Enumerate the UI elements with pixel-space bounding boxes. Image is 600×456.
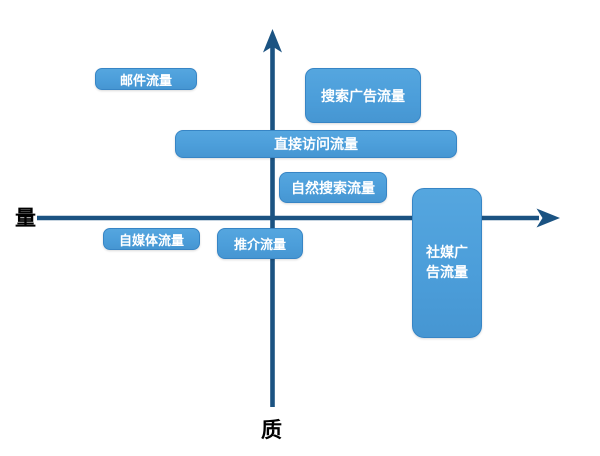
- shape-organic-search-traffic: 自然搜索流量: [279, 172, 387, 203]
- x-axis-arrowhead-icon: [536, 208, 560, 228]
- shape-self-media-traffic: 自媒体流量: [103, 228, 200, 250]
- y-axis-label: 量: [15, 206, 36, 230]
- shape-email-traffic: 邮件流量: [95, 68, 197, 90]
- shape-search-ad-traffic: 搜索广告流量: [305, 68, 421, 123]
- x-axis-label: 质: [261, 418, 282, 442]
- shape-referral-traffic: 推介流量: [217, 228, 303, 259]
- shape-social-ad-traffic: 社媒广告流量: [412, 188, 482, 338]
- y-axis-arrowhead-icon: [263, 29, 282, 53]
- shape-direct-visit-traffic: 直接访问流量: [175, 130, 457, 158]
